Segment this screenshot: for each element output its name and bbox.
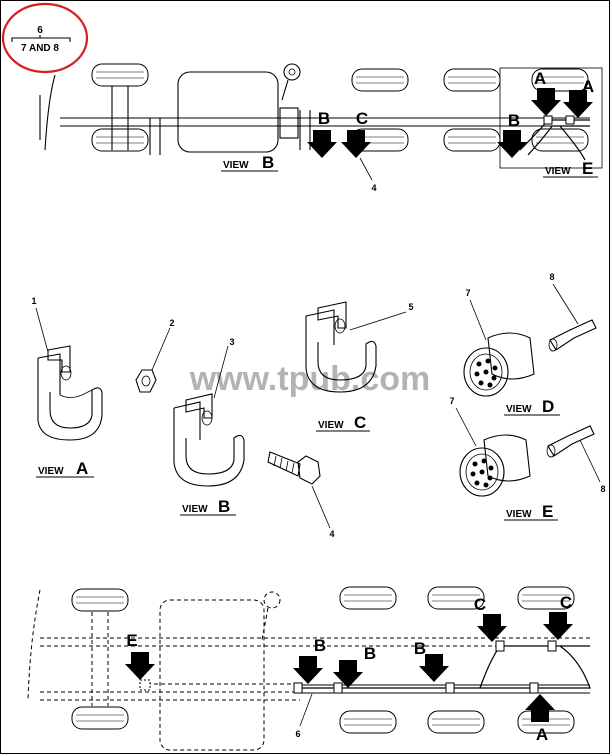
leader-8a bbox=[552, 283, 579, 325]
view-b-word: VIEW bbox=[182, 504, 208, 515]
callout-b-top-1: B bbox=[318, 109, 330, 128]
callout-c-bottom-1: C bbox=[474, 595, 486, 614]
nut-icon bbox=[135, 369, 157, 393]
callout-b-top-2: B bbox=[508, 111, 520, 130]
callout-a-bottom: A bbox=[536, 725, 548, 744]
part-number-3: 3 bbox=[229, 337, 234, 347]
leader-2 bbox=[151, 327, 171, 371]
view-a-word: VIEW bbox=[38, 466, 64, 477]
pin-icon bbox=[548, 319, 597, 352]
arrow-icon bbox=[497, 130, 527, 158]
view-e-letter: E bbox=[542, 502, 553, 521]
view-d-letter: D bbox=[542, 397, 554, 416]
arrow-icon bbox=[543, 612, 573, 640]
view-c-label: VIEW C bbox=[316, 413, 370, 432]
arrow-icon bbox=[419, 654, 449, 682]
header-bottom-text: 7 AND 8 bbox=[21, 43, 59, 54]
part-number-8b: 8 bbox=[600, 484, 605, 494]
arrow-icon bbox=[125, 652, 155, 680]
callout-b-bottom-2: B bbox=[364, 644, 376, 663]
leader-4 bbox=[311, 485, 331, 529]
bolt-icon bbox=[267, 451, 321, 485]
leader-8b bbox=[579, 439, 601, 483]
bottom-chassis-illustration bbox=[27, 586, 591, 751]
part-number-7b: 7 bbox=[449, 396, 454, 406]
part-number-8a: 8 bbox=[549, 272, 554, 282]
view-d-label: VIEW D bbox=[504, 397, 560, 416]
view-c-letter: C bbox=[354, 413, 366, 432]
header-callout: 6 7 AND 8 bbox=[1, 2, 89, 74]
view-e-top-word: VIEW bbox=[545, 166, 571, 177]
header-top-number: 6 bbox=[37, 25, 43, 36]
callout-c-top: C bbox=[356, 109, 368, 128]
part-number-4-top: 4 bbox=[371, 183, 376, 193]
clamp-icon bbox=[173, 393, 245, 487]
part-number-6: 6 bbox=[295, 729, 300, 739]
view-e-label: VIEW E bbox=[504, 502, 558, 521]
connector-icon bbox=[459, 434, 531, 497]
callout-b-bottom-3: B bbox=[414, 639, 426, 658]
arrow-icon bbox=[293, 656, 323, 684]
top-chassis-illustration bbox=[39, 63, 603, 169]
part-number-4: 4 bbox=[329, 529, 334, 539]
connector-icon bbox=[463, 332, 535, 397]
part-number-5: 5 bbox=[408, 302, 413, 312]
view-b-letter: B bbox=[218, 497, 230, 516]
view-e-word: VIEW bbox=[506, 509, 532, 520]
view-a-letter: A bbox=[76, 459, 88, 478]
view-b-top-letter: B bbox=[262, 153, 274, 172]
view-d-word: VIEW bbox=[506, 404, 532, 415]
view-c-word: VIEW bbox=[318, 420, 344, 431]
leader-5 bbox=[349, 311, 407, 331]
arrow-icon bbox=[307, 130, 337, 158]
arrow-icon bbox=[531, 88, 561, 116]
view-b-label: VIEW B bbox=[180, 497, 236, 516]
part-number-1: 1 bbox=[31, 296, 36, 306]
callout-c-bottom-2: C bbox=[560, 593, 572, 612]
part-number-2: 2 bbox=[169, 318, 174, 328]
clamp-icon bbox=[37, 345, 103, 441]
leader-7a bbox=[469, 299, 487, 341]
top-callouts: B C 4 B A A VIEW B VIEW E bbox=[221, 69, 598, 193]
callout-a-top-1: A bbox=[534, 69, 546, 88]
leader-3 bbox=[213, 345, 229, 399]
leader-1 bbox=[35, 307, 49, 353]
highlight-circle bbox=[1, 2, 89, 74]
leader-7b bbox=[455, 407, 477, 447]
pin-icon bbox=[546, 425, 595, 458]
view-b-top-word: VIEW bbox=[223, 160, 249, 171]
bottom-callouts: E B B B C C A 6 bbox=[125, 593, 573, 744]
clamp-icon bbox=[305, 301, 377, 393]
view-a-label: VIEW A bbox=[36, 459, 94, 478]
view-e-top-letter: E bbox=[582, 159, 593, 178]
callout-e-bottom: E bbox=[126, 631, 137, 650]
header-bracket bbox=[11, 35, 71, 42]
callout-b-bottom-1: B bbox=[314, 636, 326, 655]
part-number-7a: 7 bbox=[465, 288, 470, 298]
